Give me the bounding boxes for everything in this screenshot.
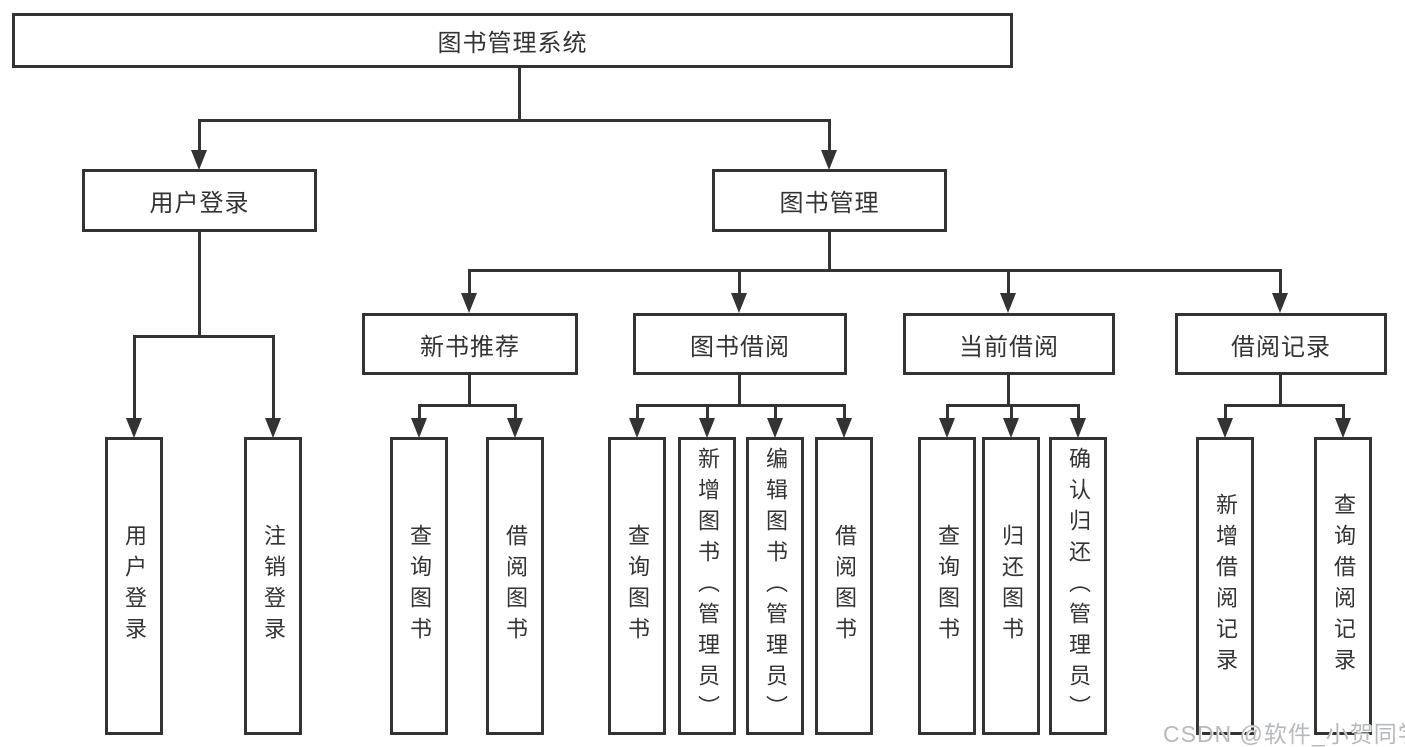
connector-drop: [636, 404, 639, 420]
connector-drop: [272, 335, 275, 420]
connector-group-bar: [418, 404, 517, 407]
node-borrowing-records: 借阅记录: [1175, 313, 1387, 375]
leaf-label: 借阅图书: [832, 524, 857, 648]
arrowhead-down-icon: [507, 418, 523, 438]
leaf-label: 新增图书（管理员）: [695, 446, 720, 726]
connector-level2-bar: [198, 119, 831, 122]
node-book-management: 图书管理: [712, 169, 947, 232]
connector-drop: [1010, 404, 1013, 420]
leaf-label: 新增借阅记录: [1213, 493, 1238, 679]
leaf-label: 查询借阅记录: [1331, 493, 1356, 679]
connector-group-stem: [738, 374, 741, 407]
leaf-borrow-books: 借阅图书: [815, 437, 873, 735]
connector-root-stem: [518, 66, 521, 120]
connector-drop: [706, 404, 709, 420]
connector-userlogin-stem: [198, 230, 201, 337]
arrowhead-down-icon: [1070, 418, 1086, 438]
node-user-login: 用户登录: [82, 169, 317, 232]
node-library-management-system: 图书管理系统: [12, 13, 1013, 68]
connector-drop: [1342, 404, 1345, 420]
arrowhead-down-icon: [1335, 418, 1351, 438]
connector-drop: [133, 335, 136, 420]
connector-drop: [1279, 269, 1282, 296]
connector-drop: [418, 404, 421, 420]
leaf-label: 用户登录: [122, 524, 147, 648]
connector-drop: [468, 269, 471, 296]
leaf-query-books-borrowing: 查询图书: [608, 437, 666, 735]
arrowhead-down-icon: [939, 418, 955, 438]
arrowhead-down-icon: [461, 293, 477, 313]
node-book-borrowing: 图书借阅: [633, 313, 847, 375]
arrowhead-down-icon: [767, 418, 783, 438]
leaf-add-books-admin: 新增图书（管理员）: [678, 437, 736, 735]
connector-drop: [1224, 404, 1227, 420]
connector-drop: [1077, 404, 1080, 420]
arrowhead-down-icon: [265, 418, 281, 438]
arrowhead-down-icon: [629, 418, 645, 438]
connector-userlogin-bar: [133, 335, 275, 338]
leaf-label: 编辑图书（管理员）: [763, 446, 788, 726]
leaf-edit-books-admin: 编辑图书（管理员）: [746, 437, 804, 735]
leaf-user-login: 用户登录: [105, 437, 163, 735]
arrowhead-down-icon: [126, 418, 142, 438]
leaf-label: 查询图书: [407, 524, 432, 648]
connector-group-stem: [1007, 374, 1010, 407]
node-current-borrowing: 当前借阅: [903, 313, 1115, 375]
watermark: CSDN @软件_小贺同学: [1163, 721, 1405, 747]
connector-group-stem: [1279, 374, 1282, 407]
arrowhead-down-icon: [1217, 418, 1233, 438]
arrowhead-down-icon: [191, 150, 207, 170]
arrowhead-down-icon: [1000, 293, 1016, 313]
arrowhead-down-icon: [411, 418, 427, 438]
leaf-label: 确认归还（管理员）: [1066, 446, 1091, 726]
leaf-borrow-books-recommend: 借阅图书: [486, 437, 544, 735]
leaf-add-borrow-record: 新增借阅记录: [1196, 437, 1254, 735]
leaf-query-books-current: 查询图书: [918, 437, 976, 735]
leaf-label: 注销登录: [261, 524, 286, 648]
leaf-return-books: 归还图书: [982, 437, 1040, 735]
connector-drop: [774, 404, 777, 420]
leaf-confirm-return-admin: 确认归还（管理员）: [1049, 437, 1107, 735]
leaf-query-borrow-record: 查询借阅记录: [1314, 437, 1372, 735]
leaf-label: 查询图书: [935, 524, 960, 648]
arrowhead-down-icon: [821, 150, 837, 170]
leaf-query-books-recommend: 查询图书: [390, 437, 448, 735]
connector-drop: [738, 269, 741, 296]
node-new-book-recommendation: 新书推荐: [362, 313, 578, 375]
arrowhead-down-icon: [699, 418, 715, 438]
arrowhead-down-icon: [1272, 293, 1288, 313]
leaf-label: 归还图书: [999, 524, 1024, 648]
arrowhead-down-icon: [1003, 418, 1019, 438]
connector-drop: [843, 404, 846, 420]
connector-drop: [1007, 269, 1010, 296]
connector-group-bar: [1224, 404, 1344, 407]
connector-group-bar: [636, 404, 845, 407]
leaf-logout: 注销登录: [244, 437, 302, 735]
connector-drop: [198, 119, 201, 151]
connector-level3-bar: [468, 269, 1282, 272]
connector-drop: [946, 404, 949, 420]
connector-group-stem: [468, 374, 471, 407]
arrowhead-down-icon: [731, 293, 747, 313]
connector-drop: [828, 119, 831, 151]
leaf-label: 查询图书: [625, 524, 650, 648]
arrowhead-down-icon: [836, 418, 852, 438]
connector-bookmgmt-stem: [828, 230, 831, 272]
connector-drop: [514, 404, 517, 420]
leaf-label: 借阅图书: [503, 524, 528, 648]
